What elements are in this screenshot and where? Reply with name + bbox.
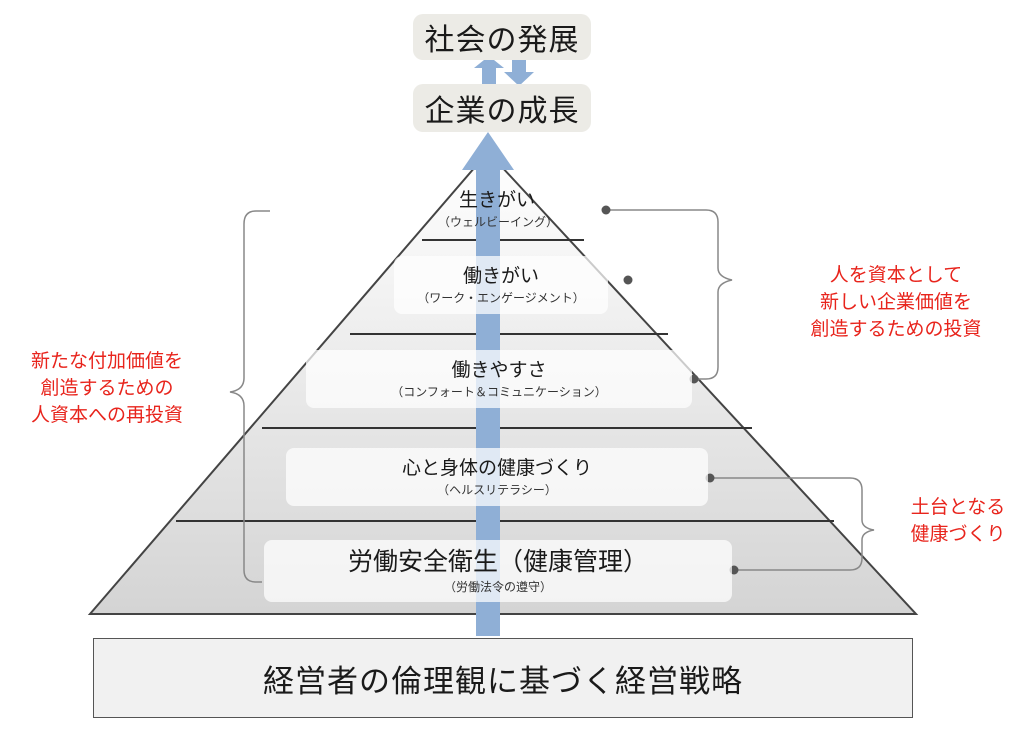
note-right-upper: 人を資本として 新しい企業価値を 創造するための投資 — [790, 262, 1002, 343]
company-growth-box: 企業の成長 — [413, 84, 591, 132]
base-strategy-box: 経営者の倫理観に基づく経営戦略 — [93, 638, 913, 718]
note-left: 新たな付加価値を 創造するための 人資本への再投資 — [0, 348, 214, 429]
level-ikigai-subtitle: （ウェルビーイング） — [438, 215, 559, 229]
note-left-line-1: 新たな付加価値を — [30, 350, 183, 372]
level-kenko-title: 心と身体の健康づくり — [401, 457, 592, 479]
note-right-lower-line-1: 土台となる — [910, 496, 1006, 518]
note-right-lower: 土台となる 健康づくり — [896, 494, 1020, 548]
level-hatarakiyasusa: 働きやすさ （コンフォート＆コミュニケーション） — [306, 350, 692, 408]
left-bracket — [229, 210, 270, 583]
dot-ikigai — [601, 205, 611, 215]
level-ikigai-title: 生きがい — [458, 189, 535, 211]
level-kenko-subtitle: （ヘルスリテラシー） — [437, 483, 557, 497]
level-hatarakigai-title: 働きがい — [462, 265, 539, 287]
right-upper-bracket — [610, 209, 733, 380]
level-hatarakigai: 働きがい （ワーク・エンゲージメント） — [394, 256, 608, 314]
note-left-line-2: 創造するための — [40, 377, 174, 399]
level-hatarakiyasusa-title: 働きやすさ — [451, 359, 547, 381]
level-anzen: 労働安全衛生（健康管理） （労働法令の遵守） — [264, 540, 732, 602]
right-lower-bracket — [712, 477, 875, 571]
note-right-lower-line-2: 健康づくり — [910, 523, 1006, 545]
note-right-upper-line-2: 新しい企業価値を — [819, 291, 972, 313]
up-arrow-icon — [474, 56, 504, 84]
level-ikigai: 生きがい （ウェルビーイング） — [438, 184, 559, 234]
note-right-upper-line-1: 人を資本として — [829, 264, 963, 286]
base-strategy-label: 経営者の倫理観に基づく経営戦略 — [263, 663, 743, 700]
down-arrow-icon — [504, 58, 534, 86]
society-development-label: 社会の発展 — [424, 23, 580, 58]
level-anzen-subtitle: （労働法令の遵守） — [443, 580, 552, 594]
exchange-arrows — [474, 56, 534, 86]
company-growth-label: 企業の成長 — [424, 94, 580, 129]
dot-hatarakigai — [623, 275, 633, 285]
level-hatarakigai-subtitle: （ワーク・エンゲージメント） — [417, 291, 585, 305]
note-left-line-3: 人資本への再投資 — [30, 404, 183, 426]
pyramid-dividers — [176, 239, 834, 522]
level-kenko: 心と身体の健康づくり （ヘルスリテラシー） — [286, 448, 708, 506]
level-hatarakiyasusa-subtitle: （コンフォート＆コミュニケーション） — [391, 385, 607, 399]
brackets — [229, 209, 875, 583]
level-anzen-title: 労働安全衛生（健康管理） — [347, 547, 648, 576]
society-development-box: 社会の発展 — [413, 14, 591, 60]
note-right-upper-line-3: 創造するための投資 — [810, 318, 982, 340]
